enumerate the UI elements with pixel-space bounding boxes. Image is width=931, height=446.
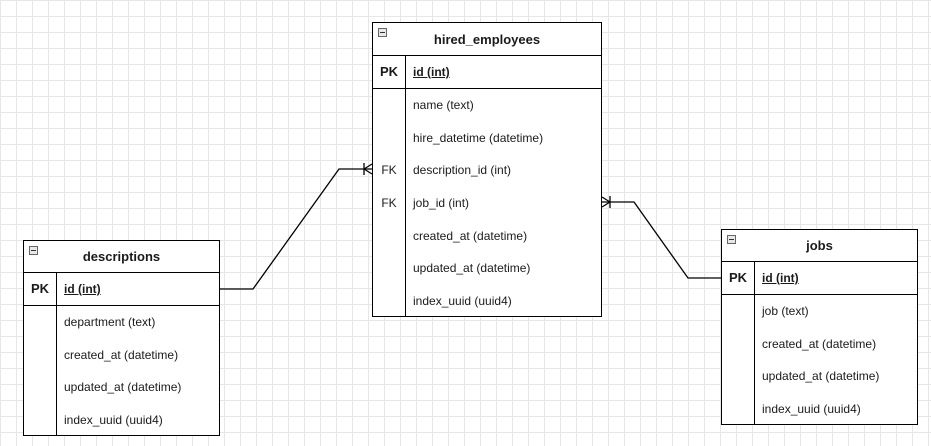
column-divider bbox=[56, 306, 57, 435]
field-row[interactable]: index_uuid (uuid4) bbox=[24, 404, 219, 437]
entity-hired-employees[interactable]: hired_employees PK id (int) name (text) … bbox=[372, 22, 602, 317]
pk-row[interactable]: PK id (int) bbox=[373, 56, 601, 89]
entity-title: jobs bbox=[806, 238, 833, 253]
entity-title: descriptions bbox=[82, 249, 161, 264]
key-label: PK bbox=[379, 64, 399, 79]
field-row[interactable]: FK description_id (int) bbox=[373, 154, 601, 187]
field-row[interactable]: department (text) bbox=[24, 306, 219, 339]
collapse-icon[interactable] bbox=[727, 235, 736, 244]
relation-jobs-hired-employees[interactable] bbox=[601, 196, 721, 279]
field-label: id (int) bbox=[413, 65, 450, 79]
key-label: FK bbox=[381, 163, 397, 178]
field-label: hire_datetime (datetime) bbox=[413, 130, 544, 145]
column-divider bbox=[405, 89, 406, 316]
relation-descriptions-hired-employees[interactable] bbox=[219, 163, 373, 290]
field-row[interactable]: created_at (datetime) bbox=[373, 220, 601, 253]
collapse-icon[interactable] bbox=[378, 28, 387, 37]
field-label: created_at (datetime) bbox=[413, 228, 528, 243]
field-row[interactable]: created_at (datetime) bbox=[722, 328, 917, 361]
column-divider bbox=[405, 56, 406, 88]
field-label: name (text) bbox=[413, 98, 474, 112]
field-label: index_uuid (uuid4) bbox=[413, 294, 512, 309]
field-label: updated_at (datetime) bbox=[762, 369, 880, 384]
field-row[interactable]: FK job_id (int) bbox=[373, 187, 601, 220]
field-row[interactable]: updated_at (datetime) bbox=[722, 360, 917, 393]
field-row[interactable]: job (text) bbox=[722, 295, 917, 328]
entity-header: descriptions bbox=[24, 241, 219, 273]
field-label: index_uuid (uuid4) bbox=[762, 402, 861, 417]
field-row[interactable]: created_at (datetime) bbox=[24, 339, 219, 372]
field-row[interactable]: hire_datetime (datetime) bbox=[373, 122, 601, 155]
field-label: created_at (datetime) bbox=[762, 336, 877, 351]
collapse-icon[interactable] bbox=[29, 246, 38, 255]
entity-header: jobs bbox=[722, 230, 917, 262]
field-row[interactable]: updated_at (datetime) bbox=[373, 252, 601, 285]
pk-row[interactable]: PK id (int) bbox=[722, 262, 917, 295]
field-label: id (int) bbox=[64, 282, 101, 296]
field-label: id (int) bbox=[762, 271, 799, 285]
field-label: updated_at (datetime) bbox=[64, 380, 182, 395]
entity-jobs[interactable]: jobs PK id (int) job (text) created_at (… bbox=[721, 229, 918, 425]
entity-header: hired_employees bbox=[373, 23, 601, 56]
field-label: created_at (datetime) bbox=[64, 347, 179, 362]
column-divider bbox=[754, 295, 755, 424]
field-label: job_id (int) bbox=[413, 196, 470, 211]
field-row[interactable]: updated_at (datetime) bbox=[24, 371, 219, 404]
entity-descriptions[interactable]: descriptions PK id (int) department (tex… bbox=[23, 240, 220, 436]
field-row[interactable]: name (text) bbox=[373, 89, 601, 122]
field-label: job (text) bbox=[762, 304, 809, 318]
field-label: updated_at (datetime) bbox=[413, 261, 531, 276]
column-divider bbox=[754, 262, 755, 294]
entity-title: hired_employees bbox=[433, 31, 541, 47]
key-label: FK bbox=[381, 196, 397, 211]
field-label: index_uuid (uuid4) bbox=[64, 413, 163, 428]
field-row[interactable]: index_uuid (uuid4) bbox=[373, 285, 601, 318]
key-label: PK bbox=[728, 270, 748, 285]
key-label: PK bbox=[30, 281, 50, 296]
pk-row[interactable]: PK id (int) bbox=[24, 273, 219, 306]
field-row[interactable]: index_uuid (uuid4) bbox=[722, 393, 917, 426]
field-label: description_id (int) bbox=[413, 163, 512, 178]
field-label: department (text) bbox=[64, 315, 156, 329]
column-divider bbox=[56, 273, 57, 305]
